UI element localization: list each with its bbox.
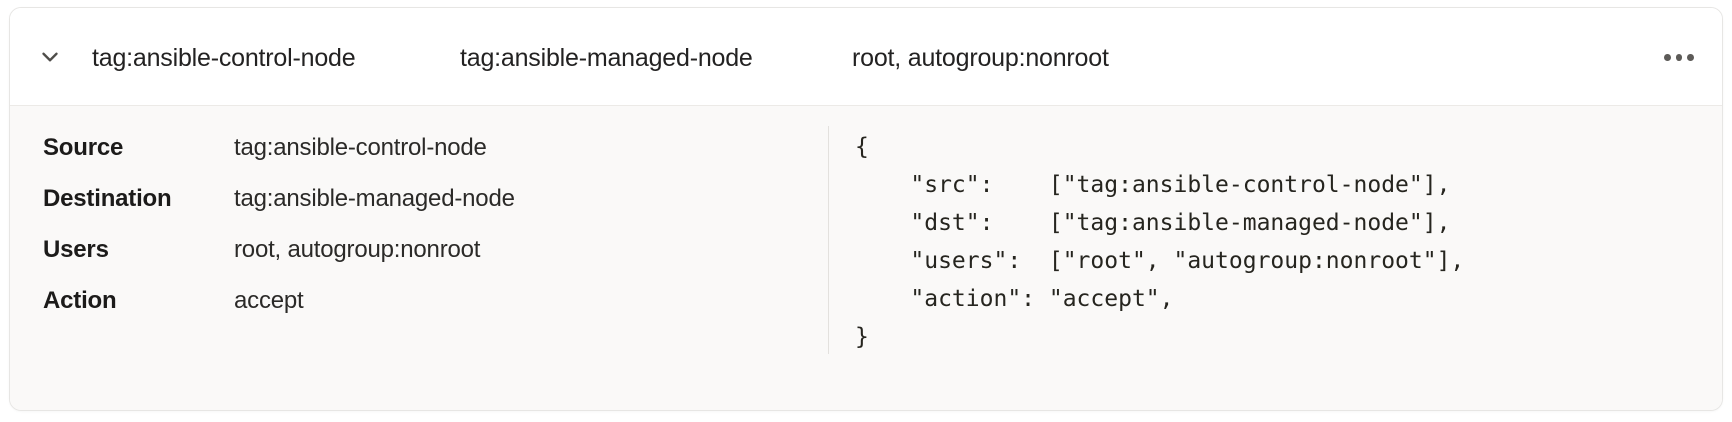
detail-value: root, autogroup:nonroot (234, 236, 481, 263)
detail-value: tag:ansible-control-node (234, 134, 487, 161)
rule-json-code: { "src": ["tag:ansible-control-node"], "… (855, 134, 1465, 350)
rule-header-row[interactable]: tag:ansible-control-node tag:ansible-man… (10, 8, 1722, 106)
header-source[interactable]: tag:ansible-control-node (92, 44, 356, 72)
rule-body: Source tag:ansible-control-node Destinat… (10, 106, 1722, 410)
chevron-down-icon[interactable] (30, 37, 70, 77)
detail-label: Users (43, 236, 109, 263)
acl-rule-card: tag:ansible-control-node tag:ansible-man… (9, 7, 1723, 411)
kebab-dot (1687, 53, 1695, 61)
detail-row-users: Users root, autogroup:nonroot (43, 236, 803, 287)
kebab-dot (1675, 53, 1683, 61)
header-destination[interactable]: tag:ansible-managed-node (460, 44, 753, 72)
detail-label: Action (43, 287, 117, 314)
detail-value: tag:ansible-managed-node (234, 185, 515, 212)
header-users[interactable]: root, autogroup:nonroot (852, 44, 1109, 72)
vertical-divider (828, 126, 829, 354)
rule-detail-list: Source tag:ansible-control-node Destinat… (43, 134, 803, 338)
ellipsis-horizontal-icon[interactable] (1658, 38, 1700, 76)
detail-row-action: Action accept (43, 287, 803, 338)
detail-row-destination: Destination tag:ansible-managed-node (43, 185, 803, 236)
detail-label: Destination (43, 185, 172, 212)
detail-label: Source (43, 134, 124, 161)
detail-value: accept (234, 287, 304, 314)
chevron-down-glyph (42, 52, 58, 62)
detail-row-source: Source tag:ansible-control-node (43, 134, 803, 185)
kebab-dot (1664, 53, 1671, 61)
